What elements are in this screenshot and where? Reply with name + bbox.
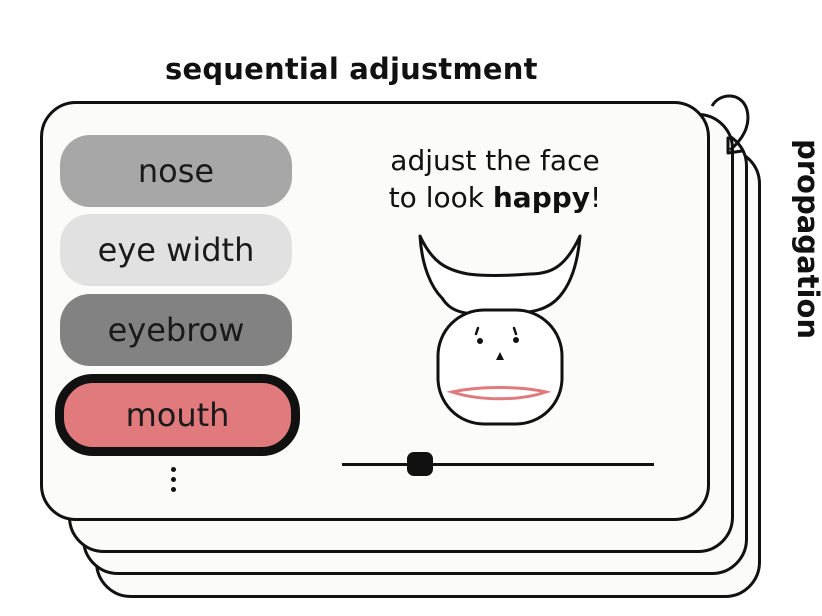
vertical-ellipsis-icon [171, 467, 177, 497]
face-hair [418, 234, 582, 316]
slider-track[interactable] [342, 463, 654, 466]
left-eyebrow [474, 326, 480, 336]
target-emotion: happy [492, 181, 591, 214]
instruction-text: adjust the face to look happy! [340, 142, 650, 216]
slider-thumb[interactable] [407, 452, 433, 476]
feature-pill-eyebrow[interactable]: eyebrow [60, 294, 292, 366]
face-head [436, 308, 564, 426]
loop-arrow-icon [710, 94, 750, 155]
right-eye [513, 337, 519, 343]
feature-pill-mouth[interactable]: mouth [55, 374, 300, 456]
feature-pill-nose[interactable]: nose [60, 135, 292, 207]
feature-label: eye width [97, 231, 255, 269]
face-mouth [446, 386, 552, 401]
instruction-line-1: adjust the face [390, 144, 600, 177]
feature-label: mouth [125, 396, 230, 434]
feature-label: eyebrow [107, 311, 245, 349]
left-eye [477, 338, 483, 344]
instruction-prefix: to look [388, 181, 493, 214]
instruction-suffix: ! [590, 181, 602, 214]
diagram-title: sequential adjustment [165, 52, 538, 86]
feature-pill-eye-width[interactable]: eye width [60, 214, 292, 286]
face-illustration [418, 234, 582, 426]
instruction-line-2: to look happy! [340, 179, 650, 216]
feature-label: nose [137, 152, 215, 190]
face-nose [496, 352, 504, 360]
right-eyebrow [512, 326, 518, 336]
propagation-label: propagation [791, 139, 822, 340]
